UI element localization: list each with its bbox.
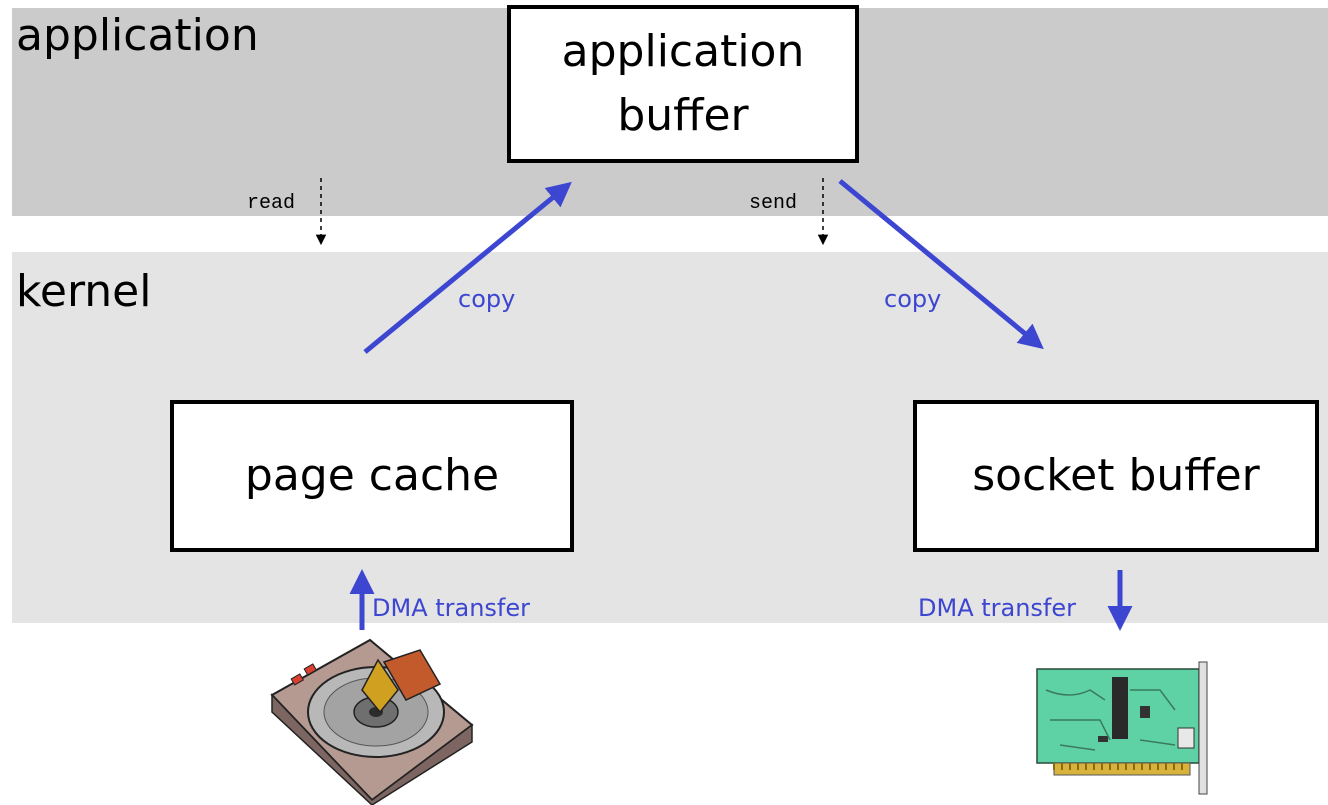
- hard-disk-icon: [270, 638, 474, 805]
- send-syscall-label: send: [749, 192, 798, 215]
- page-cache-label: page cache: [244, 450, 500, 502]
- copy-label-right: copy: [884, 285, 942, 313]
- read-syscall-label: read: [247, 192, 296, 215]
- copy-label-left: copy: [458, 285, 516, 313]
- copy-arrow-left: [363, 181, 572, 354]
- application-buffer-label: application buffer: [561, 26, 805, 141]
- socket-buffer-label: socket buffer: [972, 450, 1260, 502]
- kernel-layer-label: kernel: [16, 266, 152, 317]
- application-layer-label: application: [16, 10, 259, 61]
- page-cache-box: page cache: [170, 400, 574, 552]
- dma-transfer-label-left: DMA transfer: [372, 594, 531, 622]
- dma-transfer-label-right: DMA transfer: [918, 594, 1077, 622]
- network-card-icon: [1036, 661, 1208, 795]
- copy-arrow-right: [838, 179, 1044, 350]
- socket-buffer-box: socket buffer: [913, 400, 1319, 552]
- application-buffer-box: application buffer: [507, 5, 859, 163]
